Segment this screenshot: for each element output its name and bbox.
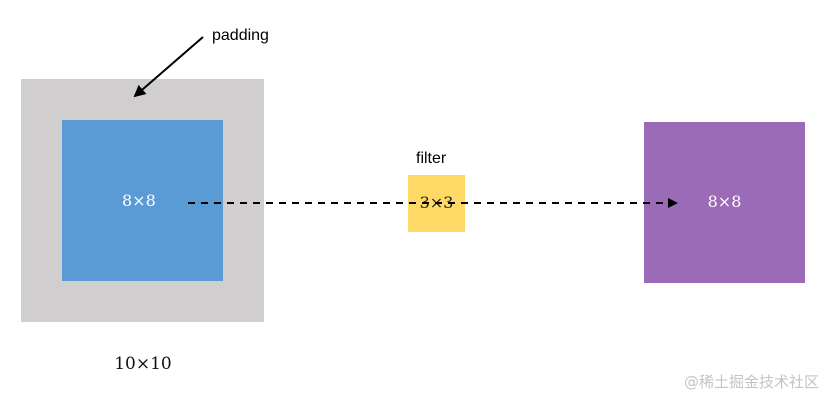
padded-size-label: 10×10 [114,353,172,374]
watermark-text: @稀土掘金技术社区 [683,373,819,391]
output-size-label: 8×8 [707,192,742,211]
input-size-label: 8×8 [122,191,156,210]
filter-caption: filter [416,150,447,167]
input-matrix [62,120,223,281]
padding-caption: padding [212,27,269,44]
filter-size-label: 3×3 [419,193,454,212]
